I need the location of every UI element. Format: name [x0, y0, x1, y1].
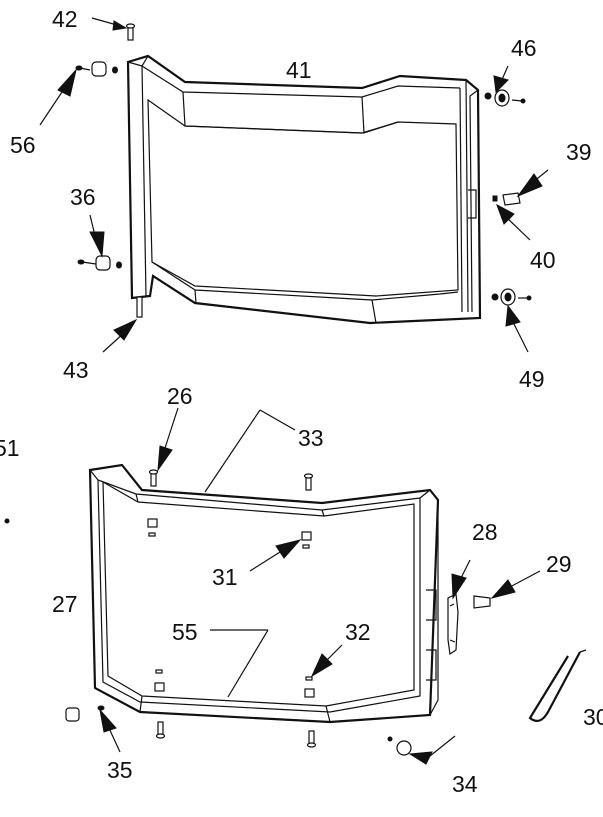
- callout-28: 28: [472, 519, 498, 545]
- callout-41: 41: [286, 57, 312, 83]
- callout-32: 32: [345, 619, 371, 645]
- leader-lines: [39, 17, 549, 765]
- upper-door-frame: [126, 54, 482, 325]
- callout-56: 56: [10, 132, 36, 158]
- handle-28: [447, 593, 459, 656]
- callout-55: 55: [172, 619, 198, 645]
- washer-40: [492, 195, 498, 202]
- bolt-29: [473, 595, 491, 609]
- callout-46: 46: [511, 35, 537, 61]
- clip-32: [305, 676, 313, 681]
- callout-26: 26: [167, 383, 193, 409]
- callout-labels: 42 41 46 56 39 36 40 43 49 26 33 51 28 2…: [0, 6, 603, 797]
- callout-40: 40: [530, 247, 556, 273]
- callout-49: 49: [519, 366, 545, 392]
- screw-56: [75, 65, 83, 71]
- callout-42: 42: [52, 6, 78, 32]
- callout-39: 39: [566, 139, 592, 165]
- pin-43: [136, 296, 143, 318]
- callout-35: 35: [107, 757, 133, 783]
- bumper-35: [65, 707, 80, 722]
- latch-39: [502, 192, 521, 206]
- callout-31: 31: [212, 564, 238, 590]
- callout-36: 36: [70, 184, 96, 210]
- clip-left-upper: [147, 518, 158, 528]
- lower-hardware: [4, 469, 587, 756]
- callout-43: 43: [63, 357, 89, 383]
- callout-33: 33: [298, 425, 324, 451]
- bumper-56: [91, 61, 107, 77]
- upper-hardware: [75, 23, 532, 318]
- knob-34: [396, 740, 412, 756]
- callout-34: 34: [452, 771, 478, 797]
- callout-29: 29: [546, 551, 572, 577]
- lower-door-frame: [88, 463, 440, 724]
- callout-51: 51: [0, 435, 20, 461]
- callout-27: 27: [52, 591, 78, 617]
- callout-30: 30: [583, 704, 603, 730]
- rod-30: [528, 651, 581, 722]
- clip-31: [301, 531, 312, 541]
- bumper-36: [95, 255, 111, 271]
